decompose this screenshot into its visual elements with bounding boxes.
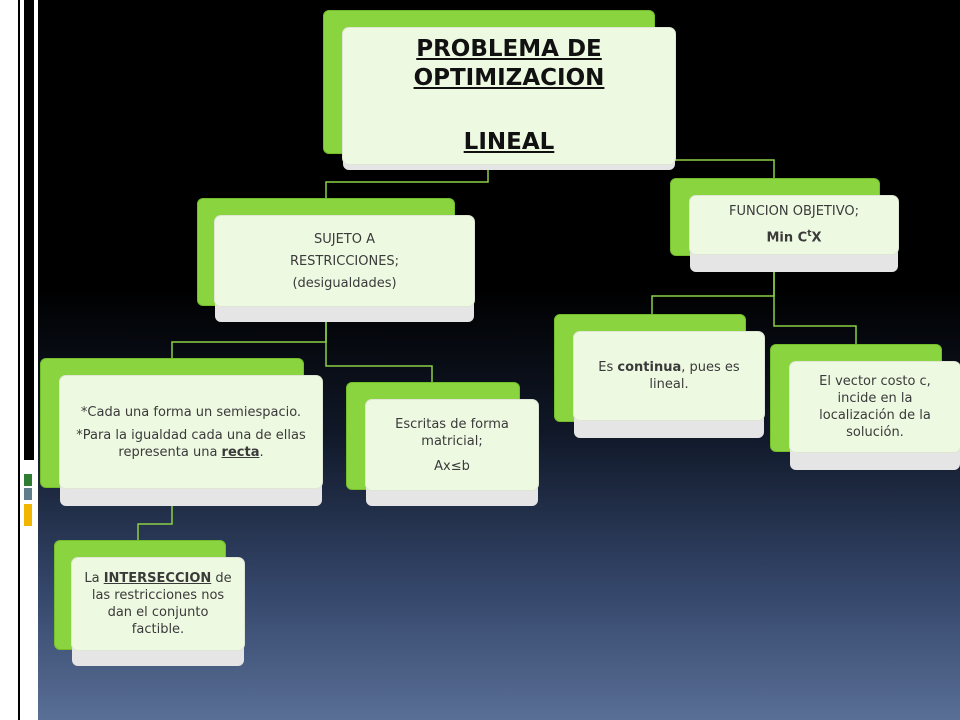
connector-constraints-matrix	[325, 322, 433, 382]
intersection-text-pre: La	[84, 571, 104, 586]
left-bar-line	[18, 0, 20, 720]
matrix-node-card: Escritas de forma matricial; Ax≤b	[366, 400, 538, 490]
title-line1: PROBLEMA DE OPTIMIZACION	[413, 36, 605, 91]
halfspace-line2: *Para la igualdad cada una de ellas repr…	[70, 427, 312, 461]
cost-node: El vector costo c, incide en la localiza…	[770, 344, 960, 470]
constraints-node: SUJETO A RESTRICCIONES; (desigualdades)	[197, 198, 474, 322]
continuous-text-pre: Es	[598, 360, 618, 375]
objective-formula-post: X	[811, 230, 822, 246]
title-line2: LINEAL	[463, 129, 555, 155]
title-node: PROBLEMA DE OPTIMIZACION LINEAL	[323, 10, 675, 170]
intersection-node: La INTERSECCION de las restricciones nos…	[54, 540, 244, 666]
constraints-node-card: SUJETO A RESTRICCIONES; (desigualdades)	[215, 216, 474, 306]
constraints-line2: RESTRICCIONES;	[289, 253, 400, 269]
connector-objective-cost	[773, 272, 857, 344]
halfspace-line2-emph: recta	[221, 444, 260, 460]
objective-formula-pre: Min C	[766, 230, 808, 246]
intersection-text-post: de las restricciones nos dan el conjunto…	[91, 571, 232, 637]
objective-formula: Min CtX	[766, 226, 821, 246]
constraints-line3: (desigualdades)	[292, 275, 397, 291]
intersection-text: La INTERSECCION de las restricciones nos…	[82, 570, 234, 638]
left-square-green	[24, 474, 32, 486]
connector-objective-continuous	[651, 272, 775, 314]
matrix-line1: Escritas de forma matricial;	[395, 416, 509, 449]
matrix-node: Escritas de forma matricial; Ax≤b	[346, 382, 538, 506]
halfspace-node: *Cada una forma un semiespacio. *Para la…	[40, 358, 322, 506]
continuous-text: Es continua, pues es lineal.	[584, 359, 754, 393]
constraints-line1: SUJETO A	[313, 231, 375, 247]
objective-node: FUNCION OBJETIVO; Min CtX	[670, 178, 898, 272]
objective-line1: FUNCION OBJETIVO;	[729, 204, 859, 220]
continuous-text-emph: continua	[617, 360, 682, 375]
halfspace-line2-pre: *Para la igualdad cada una de ellas repr…	[76, 427, 306, 460]
halfspace-node-card: *Cada una forma un semiespacio. *Para la…	[60, 376, 322, 488]
continuous-text-post: , pues es lineal.	[649, 360, 740, 392]
left-bar-main	[24, 0, 34, 460]
title-node-card: PROBLEMA DE OPTIMIZACION LINEAL	[343, 28, 675, 164]
connector-halfspace-intersection	[137, 506, 173, 540]
matrix-line2: Ax≤b	[434, 458, 470, 474]
intersection-text-emph: INTERSECCION	[103, 571, 212, 586]
connector-title-constraints	[325, 170, 489, 198]
cost-node-card: El vector costo c, incide en la localiza…	[790, 362, 960, 452]
connector-constraints-halfspace	[171, 322, 327, 358]
left-decorative-bars	[18, 0, 36, 720]
continuous-node-card: Es continua, pues es lineal.	[574, 332, 764, 420]
left-square-yellow	[24, 504, 32, 526]
objective-formula-sup: t	[807, 229, 812, 240]
left-square-gray	[24, 488, 32, 500]
halfspace-line1: *Cada una forma un semiespacio.	[80, 404, 302, 420]
cost-text: El vector costo c, incide en la localiza…	[819, 374, 931, 440]
continuous-node: Es continua, pues es lineal.	[554, 314, 764, 438]
halfspace-line2-post: .	[259, 444, 264, 460]
objective-node-card: FUNCION OBJETIVO; Min CtX	[690, 196, 898, 254]
intersection-node-card: La INTERSECCION de las restricciones nos…	[72, 558, 244, 650]
